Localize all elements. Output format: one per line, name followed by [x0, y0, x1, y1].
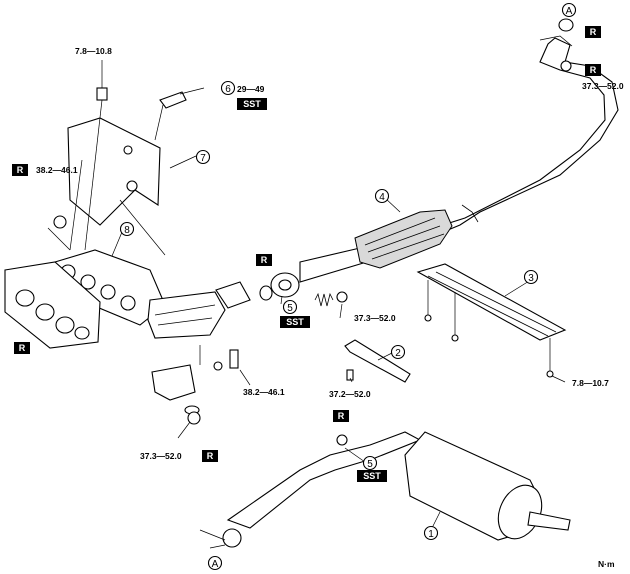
muffler-assembly — [199, 431, 571, 549]
callout-2: 2 — [390, 344, 406, 360]
svg-text:2: 2 — [395, 348, 401, 359]
r-tag-left-nut: R — [12, 164, 28, 176]
leader-lines — [111, 87, 566, 531]
torque-front-pipe-top: 37.3—52.0 — [582, 81, 624, 91]
top-bolt — [84, 60, 108, 251]
callout-5-rear: 5 — [362, 455, 378, 471]
svg-text:SST: SST — [363, 471, 381, 481]
callout-7: 7 — [195, 149, 211, 165]
r-tag-gasket: R — [14, 342, 30, 354]
svg-text:SST: SST — [243, 99, 261, 109]
svg-text:R: R — [261, 255, 268, 265]
catalytic-converter — [354, 204, 479, 269]
svg-text:8: 8 — [124, 225, 130, 236]
torque-left-nut: 38.2—46.1 — [36, 165, 78, 175]
front-flange — [259, 272, 300, 301]
svg-text:1: 1 — [428, 529, 434, 540]
unit-label: N·m — [598, 559, 615, 569]
r-tag-lower-nut: R — [202, 450, 218, 462]
svg-text:3: 3 — [528, 273, 534, 284]
torque-front-pipe: 37.3—52.0 — [354, 313, 396, 323]
torque-hanger-bolt: 37.2—52.0 — [329, 389, 371, 399]
svg-text:R: R — [338, 411, 345, 421]
manifold-bracket — [151, 345, 239, 401]
svg-text:5: 5 — [287, 303, 293, 314]
r-tag-rear-gasket: R — [333, 410, 349, 422]
svg-text:4: 4 — [379, 192, 385, 203]
torque-sensor: 29—49 — [237, 84, 265, 94]
callout-4: 4 — [374, 188, 390, 204]
torque-bracket-bolt: 38.2—46.1 — [243, 387, 285, 397]
callout-8: 8 — [119, 221, 135, 237]
callout-6: 6 — [220, 80, 236, 96]
r-tag-front-flange: R — [256, 254, 272, 266]
exhaust-pipe-front — [299, 35, 619, 283]
manifold-heat-shield — [67, 117, 166, 256]
torque-lower-nut: 37.3—52.0 — [140, 451, 182, 461]
svg-text:R: R — [19, 343, 26, 353]
connector-a-bottom: A — [207, 555, 223, 571]
svg-text:R: R — [207, 451, 214, 461]
callout-5-front: 5 — [282, 299, 298, 315]
torque-heat-insulator: 7.8—10.7 — [572, 378, 609, 388]
manifold-gasket — [4, 261, 101, 349]
torque-top-bolt: 7.8—10.8 — [75, 46, 112, 56]
exhaust-manifold — [54, 249, 251, 339]
r-tag-gasket-top: R — [585, 26, 601, 38]
connector-a-top: A — [558, 2, 577, 32]
sst-tag-sensor: SST — [237, 98, 267, 110]
callout-3: 3 — [523, 269, 539, 285]
callout-1: 1 — [423, 525, 439, 541]
svg-text:A: A — [566, 6, 573, 17]
sst-tag-front: SST — [280, 316, 310, 328]
svg-text:6: 6 — [225, 84, 231, 95]
svg-text:A: A — [212, 559, 219, 570]
lower-nut — [184, 405, 201, 425]
svg-text:7: 7 — [200, 153, 206, 164]
svg-text:SST: SST — [286, 317, 304, 327]
svg-text:R: R — [17, 165, 24, 175]
heat-insulator — [416, 263, 567, 378]
svg-text:R: R — [590, 65, 597, 75]
manifold-nut — [47, 215, 71, 251]
r-tag-nut-top: R — [560, 60, 601, 76]
oxygen-sensor — [154, 91, 187, 141]
sst-tag-rear: SST — [357, 470, 387, 482]
svg-text:R: R — [590, 27, 597, 37]
spring-and-nut — [314, 291, 348, 307]
pipe-hanger — [344, 339, 411, 383]
svg-text:5: 5 — [367, 459, 373, 470]
